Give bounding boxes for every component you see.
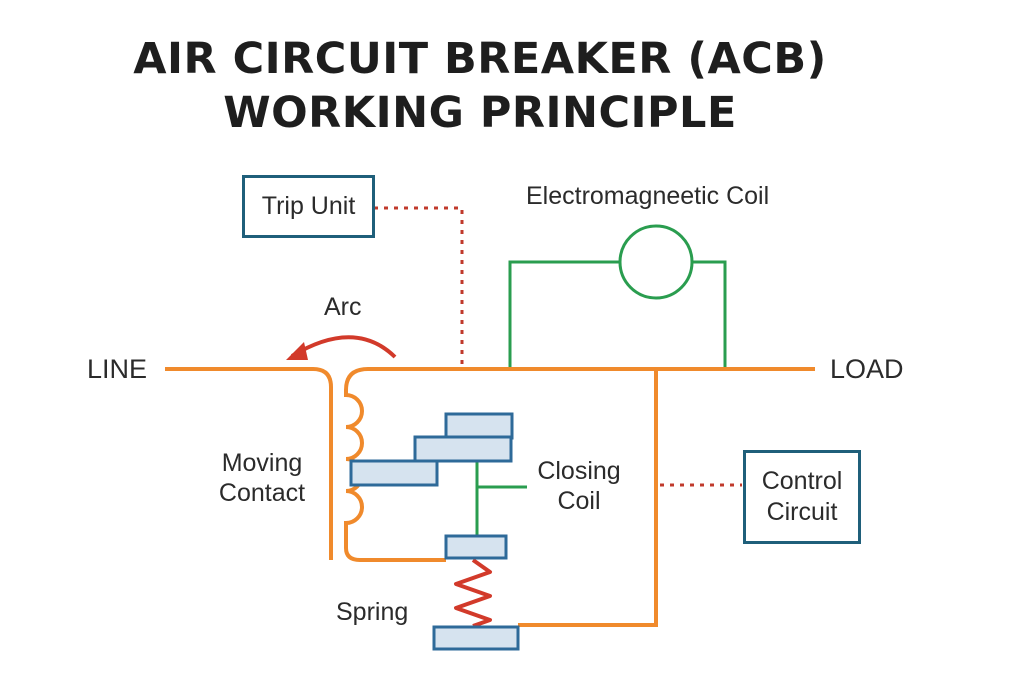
arc-label: Arc — [324, 293, 362, 321]
load-conductor — [344, 367, 815, 391]
return-conductor — [518, 369, 658, 627]
arc-path — [290, 335, 397, 359]
arc-arrowhead-icon — [286, 342, 308, 360]
coil-wire-right — [690, 260, 727, 367]
electromagnetic-coil-symbol — [618, 224, 694, 300]
spring-label: Spring — [336, 598, 409, 626]
spring-base — [432, 625, 520, 651]
closing-coil-label-line-1: Closing — [537, 457, 621, 485]
moving-contact-label-line-1: Moving — [221, 449, 303, 477]
line-label: LINE — [87, 354, 148, 384]
moving-contact-label-line-2: Contact — [218, 479, 306, 507]
line-conductor — [165, 367, 333, 560]
load-label: LOAD — [830, 354, 904, 384]
trip-unit-box: Trip Unit — [242, 175, 375, 238]
closing-coil-label-line-2: Coil — [557, 487, 601, 515]
diagram-title-line-2: WORKING PRINCIPLE — [223, 88, 737, 138]
fixed-contact-top — [444, 412, 514, 440]
moving-contact-label: Moving Contact — [212, 448, 312, 508]
control-circuit-box: Control Circuit — [743, 450, 861, 544]
electromagnetic-coil-label: Electromagneetic Coil — [526, 182, 770, 210]
diagram-title-line-1: AIR CIRCUIT BREAKER (ACB) — [133, 34, 827, 84]
spring-symbol — [454, 558, 492, 628]
coil-wire-left — [508, 260, 622, 367]
moving-contact-block — [349, 459, 439, 487]
fixed-contact-middle — [413, 435, 513, 463]
closing-coil-plunger — [444, 534, 508, 560]
control-circuit-label-line-1: Control — [761, 466, 843, 495]
closing-coil-label: Closing Coil — [531, 456, 627, 516]
control-circuit-label-line-2: Circuit — [766, 498, 838, 526]
trip-unit-label: Trip Unit — [261, 191, 356, 220]
trip-unit-link — [374, 206, 464, 367]
